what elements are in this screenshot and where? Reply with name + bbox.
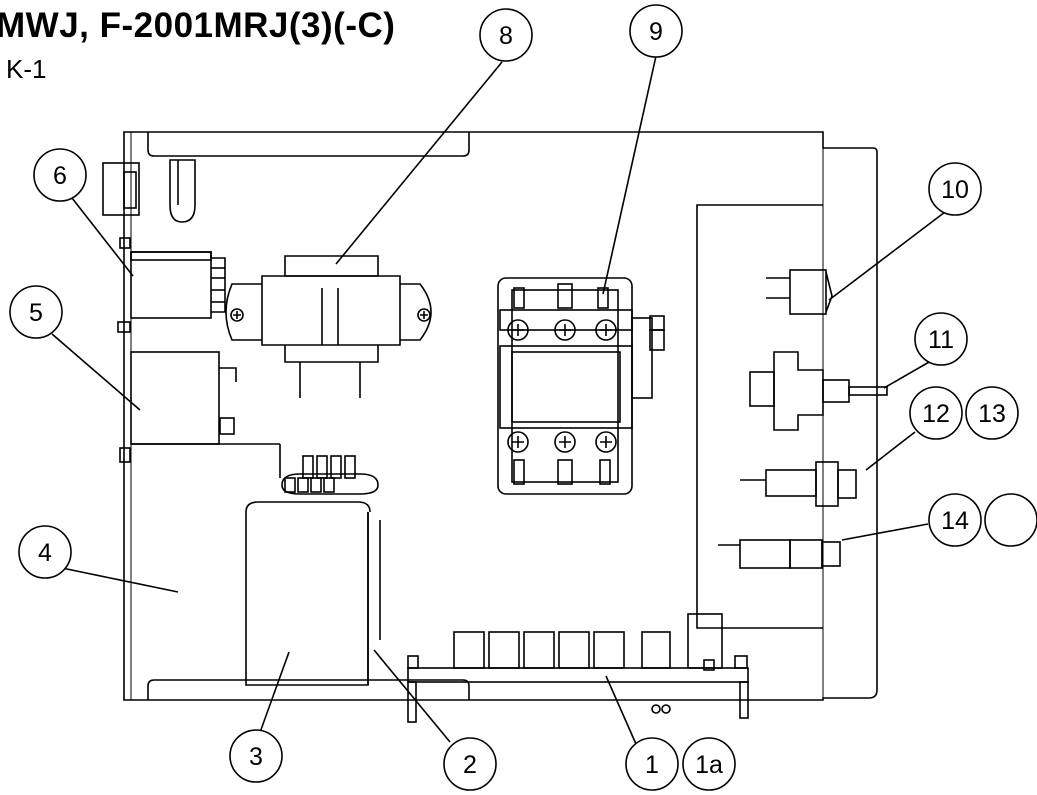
callout-3: 3 xyxy=(229,729,283,783)
svg-text:12: 12 xyxy=(922,400,950,428)
svg-text:1: 1 xyxy=(645,751,659,779)
callout-11: 12 xyxy=(909,386,963,440)
control-board xyxy=(407,613,749,723)
main-contactor xyxy=(497,277,665,495)
svg-text:10: 10 xyxy=(941,176,969,204)
control-box-chassis xyxy=(123,131,878,701)
relay xyxy=(117,237,226,333)
callout-1a: 1a xyxy=(682,737,736,791)
diagram-title: MWJ, F-2001MRJ(3)(-C) xyxy=(0,6,396,45)
callout-2: 2 xyxy=(443,737,497,791)
callout-10: 11 xyxy=(914,312,968,366)
callout-5: 5 xyxy=(9,285,63,339)
callout-9: 10 xyxy=(928,162,982,216)
svg-text:1a: 1a xyxy=(695,751,723,779)
callout-4: 4 xyxy=(18,525,72,579)
callout-13: 14 xyxy=(928,493,982,547)
svg-text:9: 9 xyxy=(649,18,663,46)
svg-text:6: 6 xyxy=(53,162,67,190)
terminal-block-top xyxy=(102,159,196,223)
svg-text:13: 13 xyxy=(978,400,1006,428)
capacitor xyxy=(245,455,381,686)
callout-7: 8 xyxy=(479,8,533,62)
callout-1: 1 xyxy=(625,737,679,791)
callout-8: 9 xyxy=(629,4,683,58)
side-switch-panel xyxy=(696,204,888,629)
transformer xyxy=(225,255,432,398)
leader-lines xyxy=(51,55,946,745)
svg-text:8: 8 xyxy=(499,22,513,50)
callout-6: 6 xyxy=(33,148,87,202)
callout-markers: 8 9 6 10 5 11 12 13 14 4 3 2 1 1a xyxy=(9,4,1037,791)
svg-text:4: 4 xyxy=(38,539,52,567)
svg-text:3: 3 xyxy=(249,743,263,771)
svg-text:14: 14 xyxy=(941,507,969,535)
contactor-small xyxy=(119,351,281,478)
callout-12: 13 xyxy=(965,386,1019,440)
svg-text:11: 11 xyxy=(928,326,954,354)
svg-text:2: 2 xyxy=(463,751,477,779)
callout-14 xyxy=(984,493,1037,547)
svg-text:5: 5 xyxy=(29,299,43,327)
diagram-subtitle: K-1 xyxy=(6,54,47,84)
